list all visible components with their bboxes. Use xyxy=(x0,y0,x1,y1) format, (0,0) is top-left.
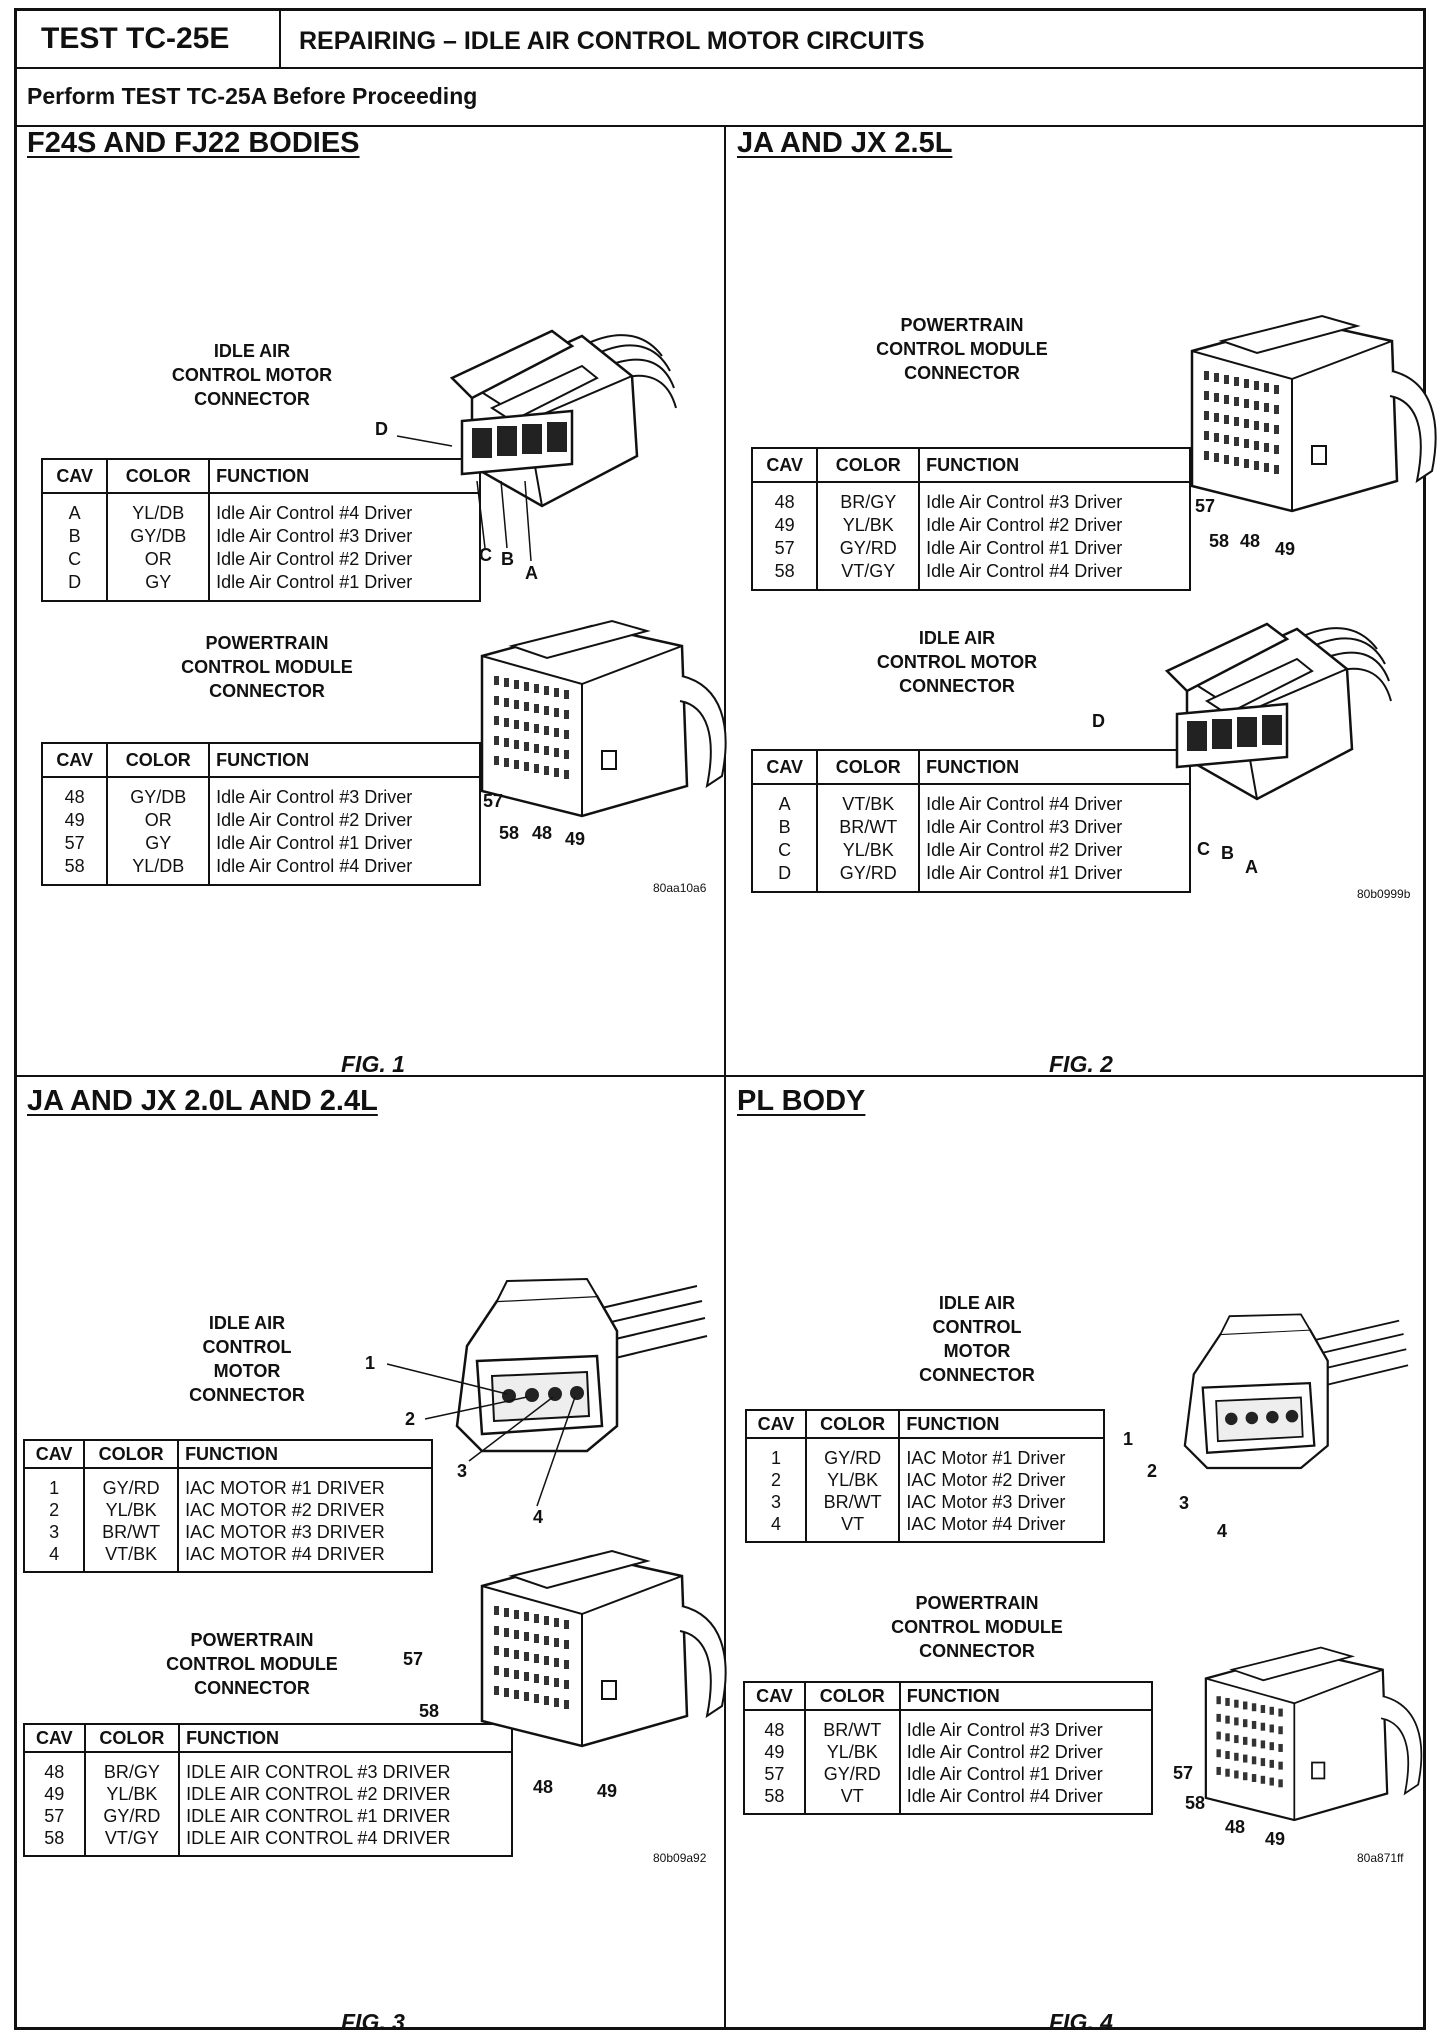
q1-iac-pin-label: C xyxy=(479,545,492,565)
q4-iac-pin-label: 4 xyxy=(1217,1521,1228,1541)
q4-iac-pin-label: 1 xyxy=(1123,1429,1134,1449)
q1-iac-pin-label: B xyxy=(501,549,514,569)
q2-pcm-connector-drawing xyxy=(1190,314,1437,513)
q3-pcm-pin-label: 49 xyxy=(597,1781,618,1801)
q4-pcm-pin-label: 49 xyxy=(1265,1829,1286,1849)
q2-pcm-pin-label: 57 xyxy=(1195,496,1216,516)
q2-iac-pin-label: C xyxy=(1197,839,1210,859)
quadrant-3-title: JA AND JX 2.0L AND 2.4L xyxy=(27,1085,378,1117)
q3-pcm-pin-label: 48 xyxy=(533,1777,554,1797)
q2-iac-pin-label: D xyxy=(1092,711,1105,731)
q1-pcm-pin-label: 49 xyxy=(565,829,586,849)
quadrant-divider-horizontal xyxy=(17,1075,1423,1077)
q2-pcm-pin-label: 48 xyxy=(1240,531,1261,551)
q3-iac-pin-label: 3 xyxy=(457,1461,468,1481)
q4-iac-connector-drawing xyxy=(1183,1313,1410,1470)
quadrant-divider-vertical xyxy=(724,125,726,2030)
quadrant-4-title: PL BODY xyxy=(737,1085,866,1117)
q1-iac-pin-label: A xyxy=(525,563,538,583)
q3-pcm-pin-label: 57 xyxy=(403,1649,424,1669)
quadrant-2-title: JA AND JX 2.5L xyxy=(737,127,953,159)
q1-iac-leader-lines xyxy=(396,435,532,562)
prerequisite-text: Perform TEST TC-25A Before Proceeding xyxy=(27,83,478,109)
q2-iac-connector-drawing xyxy=(1165,622,1393,801)
q4-figure-code: 80a871ff xyxy=(1357,1851,1404,1865)
q4-pcm-connector-drawing xyxy=(1204,1646,1423,1822)
q3-figure-code: 80b09a92 xyxy=(653,1851,707,1865)
q3-iac-pin-label: 1 xyxy=(365,1353,376,1373)
q3-iac-pin-label: 4 xyxy=(533,1507,544,1527)
q4-pcm-pin-label: 48 xyxy=(1225,1817,1246,1837)
q3-pcm-connector-drawing xyxy=(480,1549,727,1748)
q2-iac-pin-label: A xyxy=(1245,857,1258,877)
prerequisite-bar: Perform TEST TC-25A Before Proceeding xyxy=(17,67,1423,127)
q1-figure-label: FIG. 1 xyxy=(341,1051,405,1077)
q1-pcm-pin-label: 57 xyxy=(483,791,504,811)
q3-iac-leader-lines xyxy=(386,1363,576,1507)
q1-pcm-pin-label: 58 xyxy=(499,823,520,843)
q2-figure-label: FIG. 2 xyxy=(1049,1051,1113,1077)
q4-figure-label: FIG. 4 xyxy=(1049,2009,1113,2035)
page-title: REPAIRING – IDLE AIR CONTROL MOTOR CIRCU… xyxy=(299,27,925,55)
q2-pcm-pin-label: 58 xyxy=(1209,531,1230,551)
quadrant-1-title: F24S AND FJ22 BODIES xyxy=(27,127,360,159)
q4-pcm-pin-label: 58 xyxy=(1185,1793,1206,1813)
q4-iac-pin-label: 3 xyxy=(1179,1493,1190,1513)
q2-figure-code: 80b0999b xyxy=(1357,887,1411,901)
q1-figure-code: 80aa10a6 xyxy=(653,881,707,895)
q2-iac-pin-label: B xyxy=(1221,843,1234,863)
q1-pcm-pin-label: 48 xyxy=(532,823,553,843)
q4-pcm-pin-label: 57 xyxy=(1173,1763,1194,1783)
title-bar: TEST TC-25E REPAIRING – IDLE AIR CONTROL… xyxy=(17,11,1423,69)
q3-pcm-pin-label: 58 xyxy=(419,1701,440,1721)
test-id: TEST TC-25E xyxy=(17,11,281,67)
q1-iac-pin-label: D xyxy=(375,419,388,439)
q3-iac-pin-label: 2 xyxy=(405,1409,416,1429)
q4-iac-pin-label: 2 xyxy=(1147,1461,1158,1481)
q1-pcm-connector-drawing xyxy=(480,619,727,818)
q3-figure-label: FIG. 3 xyxy=(341,2009,405,2035)
q2-pcm-pin-label: 49 xyxy=(1275,539,1296,559)
page-frame: TEST TC-25E REPAIRING – IDLE AIR CONTROL… xyxy=(14,8,1437,2035)
